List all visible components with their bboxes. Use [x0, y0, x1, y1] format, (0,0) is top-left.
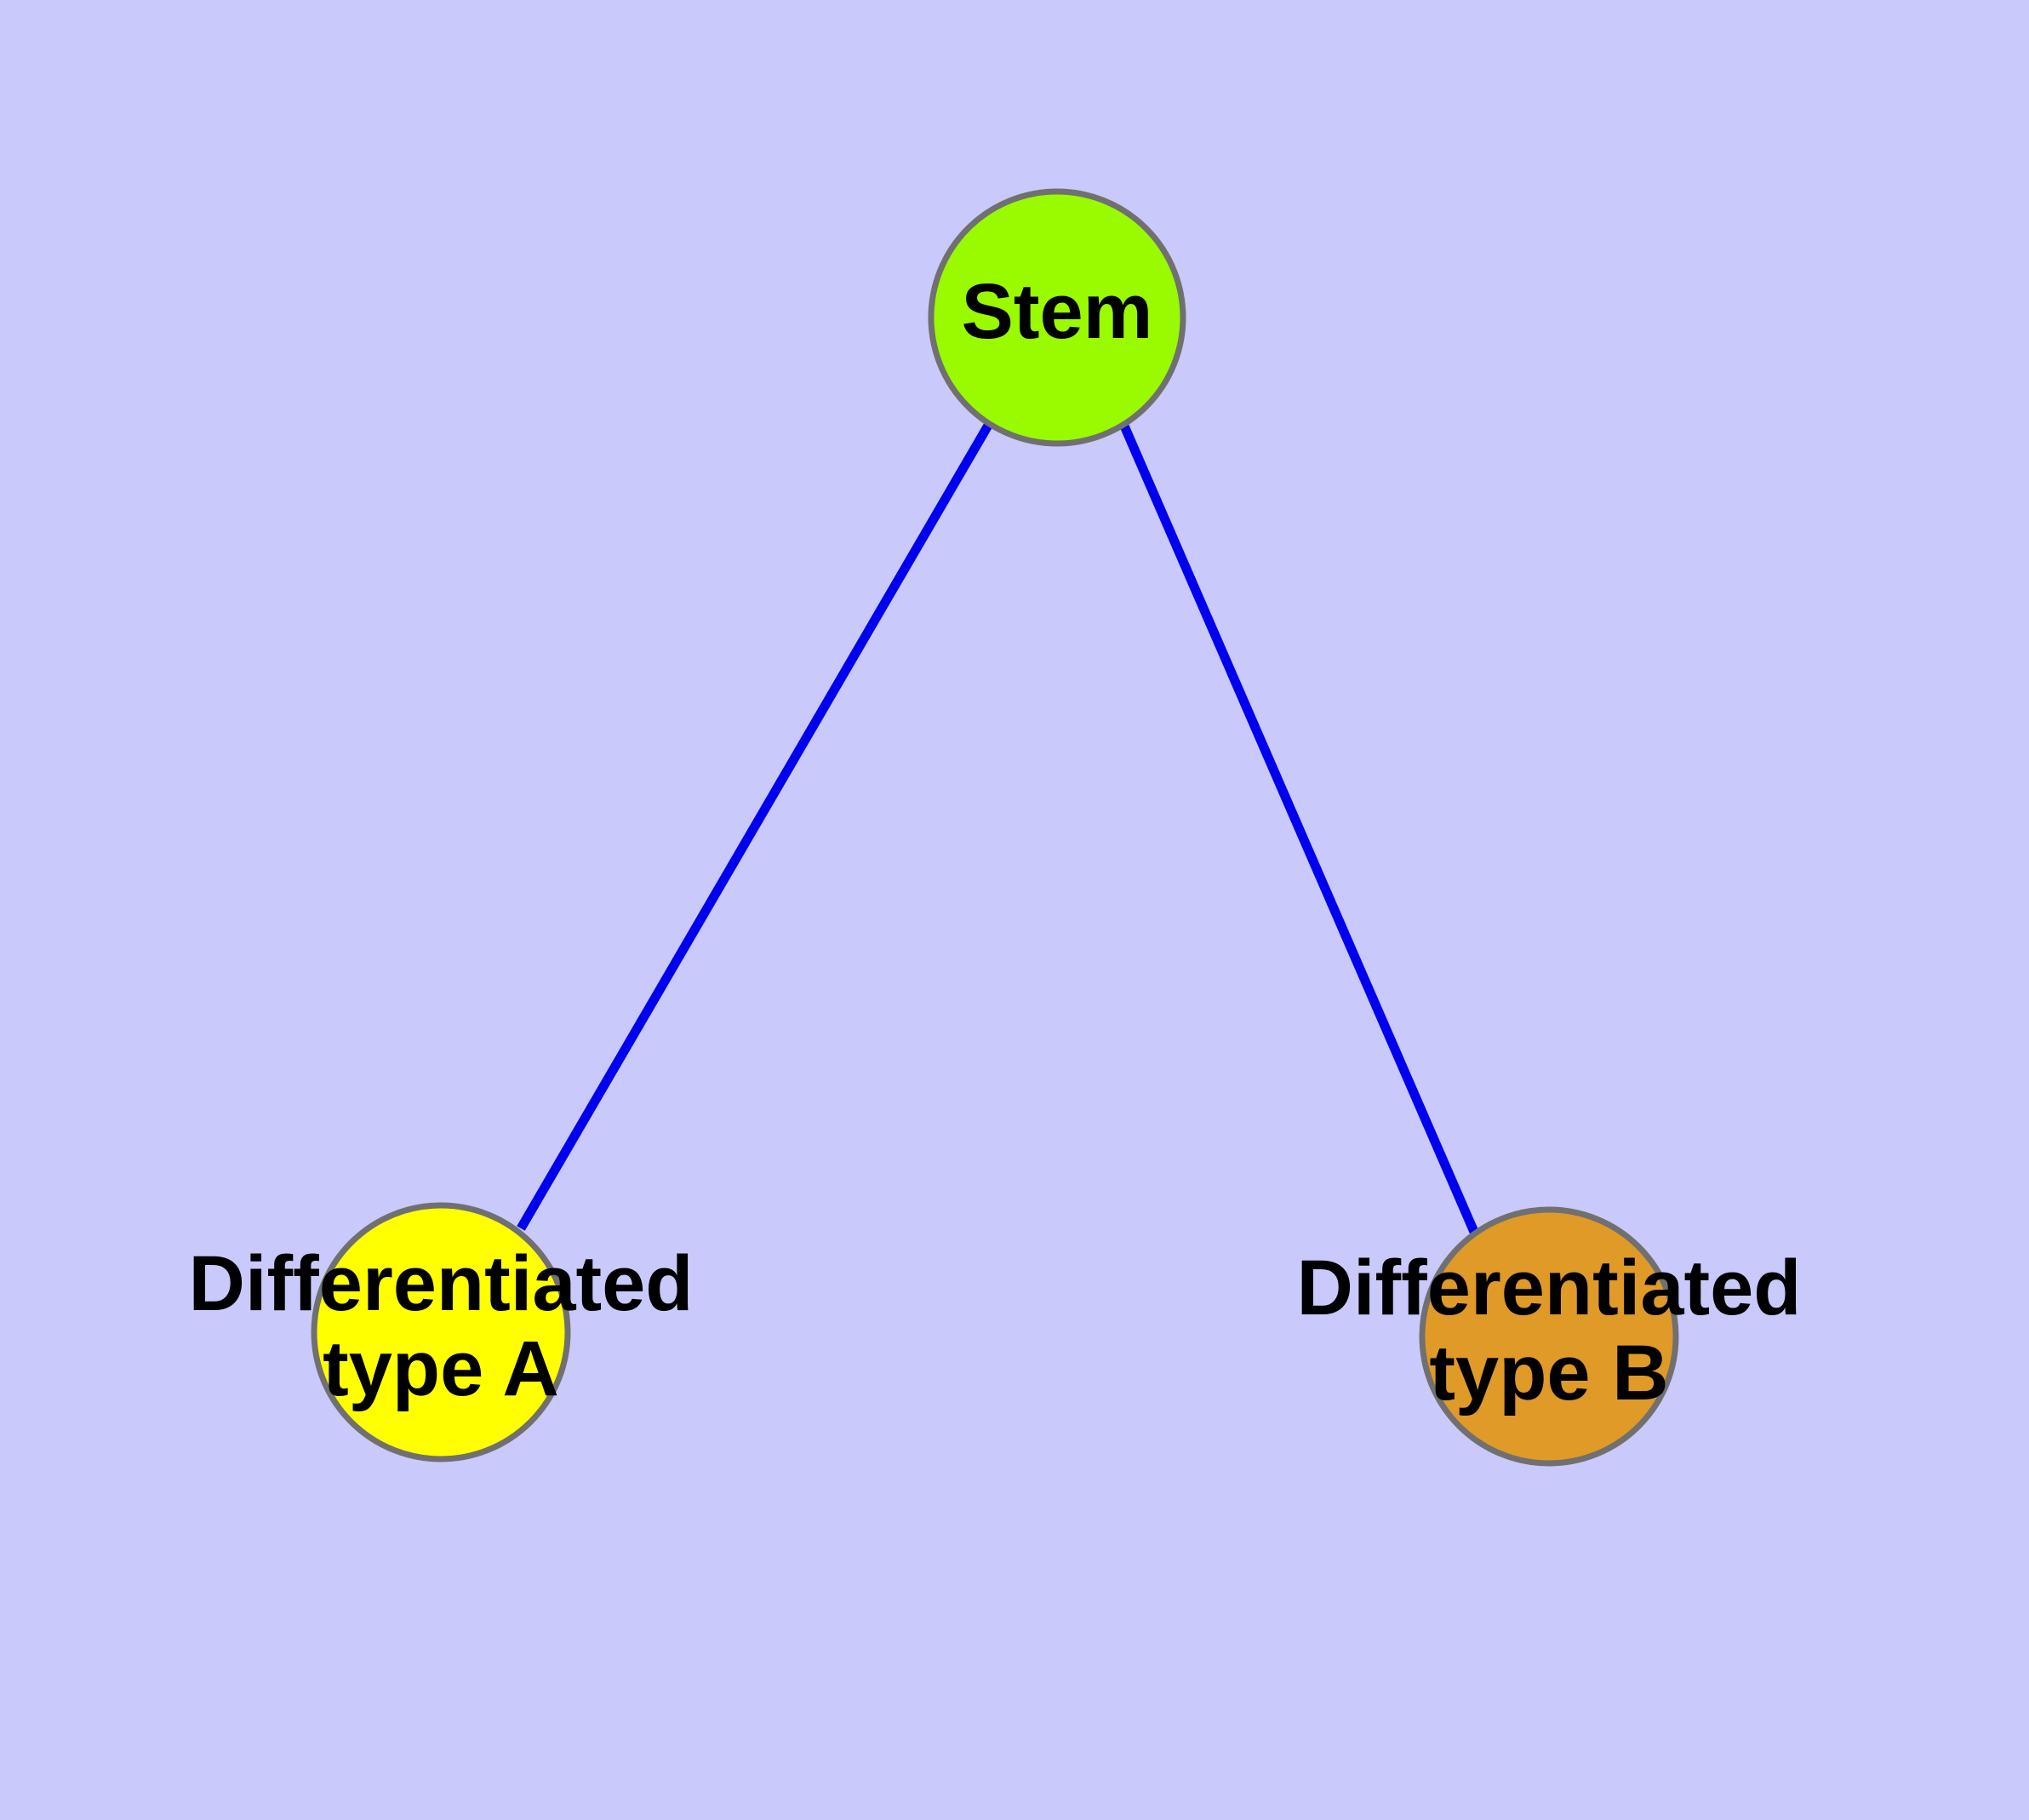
edge-stem-to-differentiated-type-a[interactable]	[517, 421, 993, 1231]
node-label-line: type A	[323, 1325, 559, 1412]
node-circle-differentiated-type-b[interactable]	[1419, 1206, 1679, 1467]
node-label-line: Stem	[962, 268, 1153, 355]
node-layer	[311, 188, 1679, 1467]
edge-layer	[517, 421, 1479, 1234]
edge-stem-to-differentiated-type-b[interactable]	[1118, 421, 1479, 1234]
node-circle-differentiated-type-a[interactable]	[311, 1202, 571, 1462]
node-label-line: Differentiated	[1297, 1245, 1802, 1331]
node-label-stem: Stem	[962, 268, 1153, 355]
node-circle-stem[interactable]	[928, 188, 1186, 447]
node-label-line: Differentiated	[189, 1240, 694, 1327]
node-label-line: type B	[1429, 1330, 1668, 1417]
